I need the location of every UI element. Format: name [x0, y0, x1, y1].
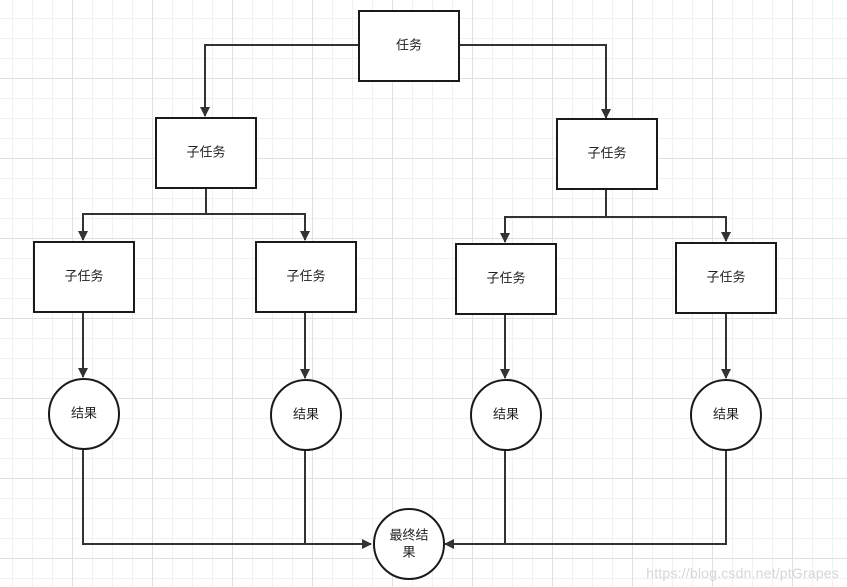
node-result-1: 结果: [48, 378, 120, 450]
node-subtask-left-label: 子任务: [186, 145, 225, 161]
node-subtask-left: 子任务: [155, 117, 257, 189]
node-subtask-right: 子任务: [556, 118, 658, 190]
node-leaf-4-label: 子任务: [706, 270, 745, 286]
watermark: https://blog.csdn.net/ptGrapes: [646, 565, 839, 581]
node-leaf-3: 子任务: [455, 243, 557, 315]
edge-subtask-right-to-leaf-4: [606, 216, 731, 242]
node-leaf-2-label: 子任务: [286, 269, 325, 285]
node-leaf-2: 子任务: [255, 241, 357, 313]
edge-subtask-right-to-leaf-3: [500, 188, 607, 243]
node-result-4: 结果: [690, 379, 762, 451]
edge-root-to-subtask-right: [459, 44, 611, 119]
edge-result-4-to-final: [444, 450, 727, 549]
node-final-result-label-line1: 最终结: [389, 528, 428, 544]
edge-result-3-to-final: [445, 450, 506, 545]
edge-subtask-left-to-leaf-1: [78, 188, 207, 241]
node-leaf-1: 子任务: [33, 241, 135, 313]
node-result-2: 结果: [270, 379, 342, 451]
edge-result-1-to-final: [82, 450, 372, 549]
edge-subtask-left-to-leaf-2: [206, 213, 310, 241]
node-subtask-right-label: 子任务: [587, 146, 626, 162]
node-root: 任务: [358, 10, 460, 82]
node-root-label: 任务: [396, 38, 422, 54]
node-leaf-3-label: 子任务: [486, 271, 525, 287]
node-result-3: 结果: [470, 379, 542, 451]
node-result-3-label: 结果: [493, 408, 519, 423]
node-leaf-1-label: 子任务: [64, 269, 103, 285]
edges: [78, 44, 731, 549]
node-result-1-label: 结果: [71, 407, 97, 422]
node-result-2-label: 结果: [293, 408, 319, 423]
node-final-result-label-line2: 果: [402, 546, 415, 561]
edge-root-to-subtask-left: [200, 44, 359, 117]
node-result-4-label: 结果: [713, 408, 739, 423]
node-final-result: 最终结 果: [373, 508, 445, 580]
node-leaf-4: 子任务: [675, 242, 777, 314]
